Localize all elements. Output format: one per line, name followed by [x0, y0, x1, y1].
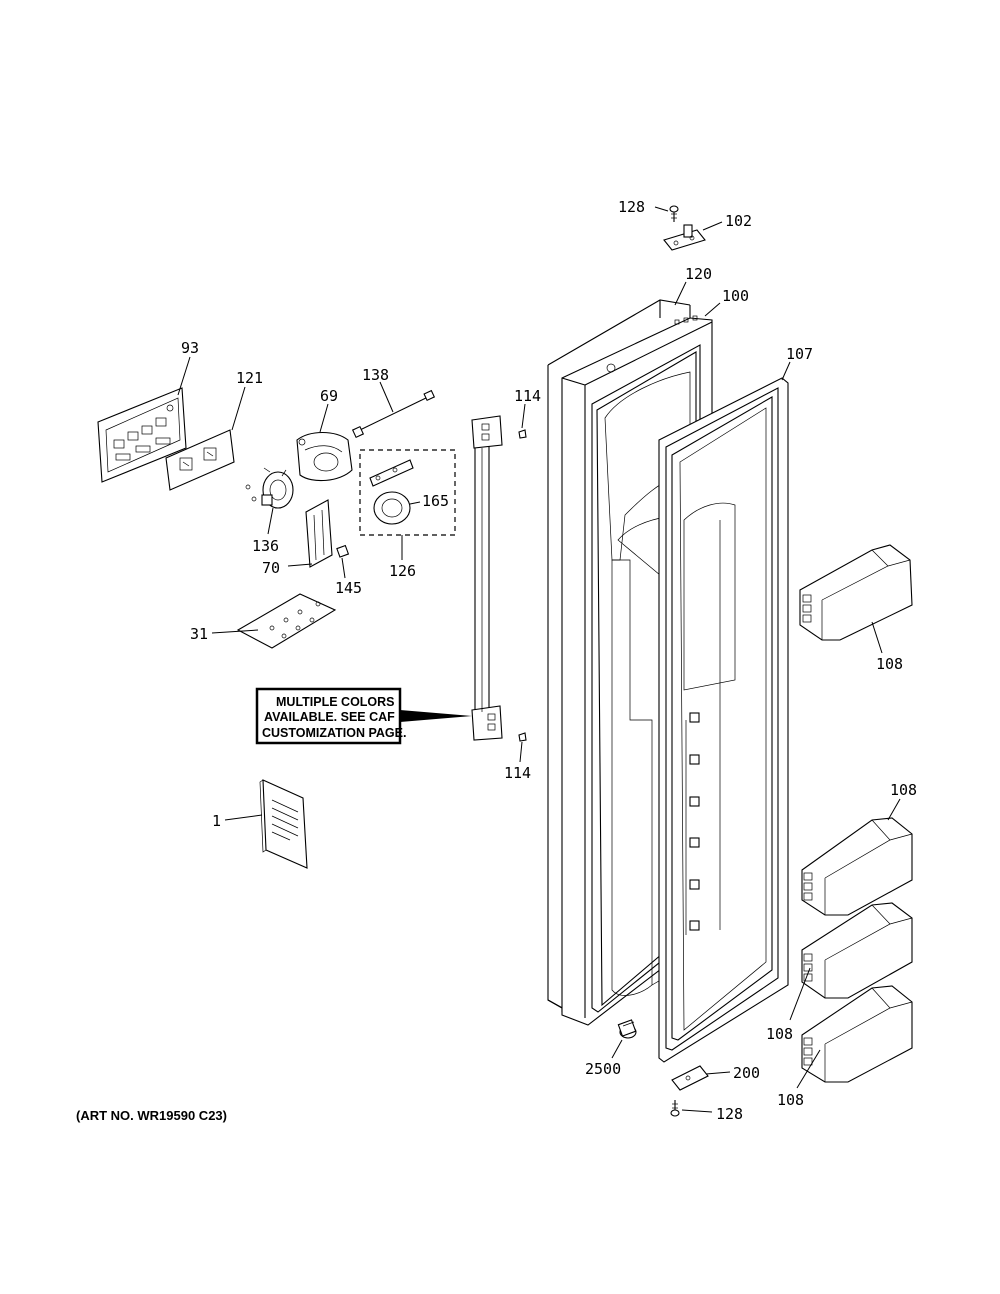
label-114-bottom: 114 [504, 764, 531, 782]
label-31: 31 [190, 625, 208, 643]
handle-pin-bottom [518, 732, 527, 742]
label-128-bottom: 128 [716, 1105, 743, 1123]
top-hinge-bracket [663, 224, 706, 251]
label-200: 200 [733, 1064, 760, 1082]
label-102: 102 [725, 212, 752, 230]
bottom-hinge-bracket [671, 1065, 709, 1091]
label-136: 136 [252, 537, 279, 555]
note-line-3: CUSTOMIZATION PAGE. [262, 726, 406, 740]
color-options-note: MULTIPLE COLORS AVAILABLE. SEE CAF CUSTO… [255, 687, 472, 745]
door-handle [471, 415, 503, 741]
label-2500: 2500 [585, 1060, 621, 1078]
handle-pin-top [518, 429, 527, 439]
label-128-top: 128 [618, 198, 645, 216]
label-165: 165 [422, 492, 449, 510]
label-120: 120 [685, 265, 712, 283]
label-108-d: 108 [777, 1091, 804, 1109]
bottom-hinge-screw [670, 1100, 680, 1117]
label-108-b: 108 [890, 781, 917, 799]
top-hinge-screw [669, 205, 679, 222]
door-bin-1 [799, 544, 913, 641]
label-108-c: 108 [766, 1025, 793, 1043]
label-107: 107 [786, 345, 813, 363]
label-126: 126 [389, 562, 416, 580]
auger-motor-housing [296, 431, 353, 482]
label-100: 100 [722, 287, 749, 305]
door-bin-3 [801, 902, 913, 999]
control-board [97, 387, 187, 483]
kit-group-126 [359, 449, 456, 536]
motor-assembly [245, 467, 294, 509]
label-1: 1 [212, 812, 221, 830]
label-121: 121 [236, 369, 263, 387]
label-138: 138 [362, 366, 389, 384]
owner-manual [259, 779, 308, 869]
drip-tray [236, 593, 337, 649]
door-bin-4 [801, 985, 913, 1083]
label-93: 93 [181, 339, 199, 357]
door-gasket [658, 377, 789, 1063]
door-stop-2500 [617, 1019, 637, 1039]
label-69: 69 [320, 387, 338, 405]
label-70: 70 [262, 559, 280, 577]
ice-chute [305, 499, 333, 568]
switch-plate [165, 429, 235, 491]
small-clip [336, 544, 350, 558]
leader-lines [177, 206, 901, 1113]
label-114-top: 114 [514, 387, 541, 405]
label-108-a: 108 [876, 655, 903, 673]
thermistor-wire [351, 389, 436, 439]
label-145: 145 [335, 579, 362, 597]
door-bin-2 [801, 817, 913, 916]
note-line-1: MULTIPLE COLORS [276, 695, 395, 709]
art-number: (ART NO. WR19590 C23) [76, 1108, 227, 1123]
note-line-2: AVAILABLE. SEE CAF [264, 710, 395, 724]
